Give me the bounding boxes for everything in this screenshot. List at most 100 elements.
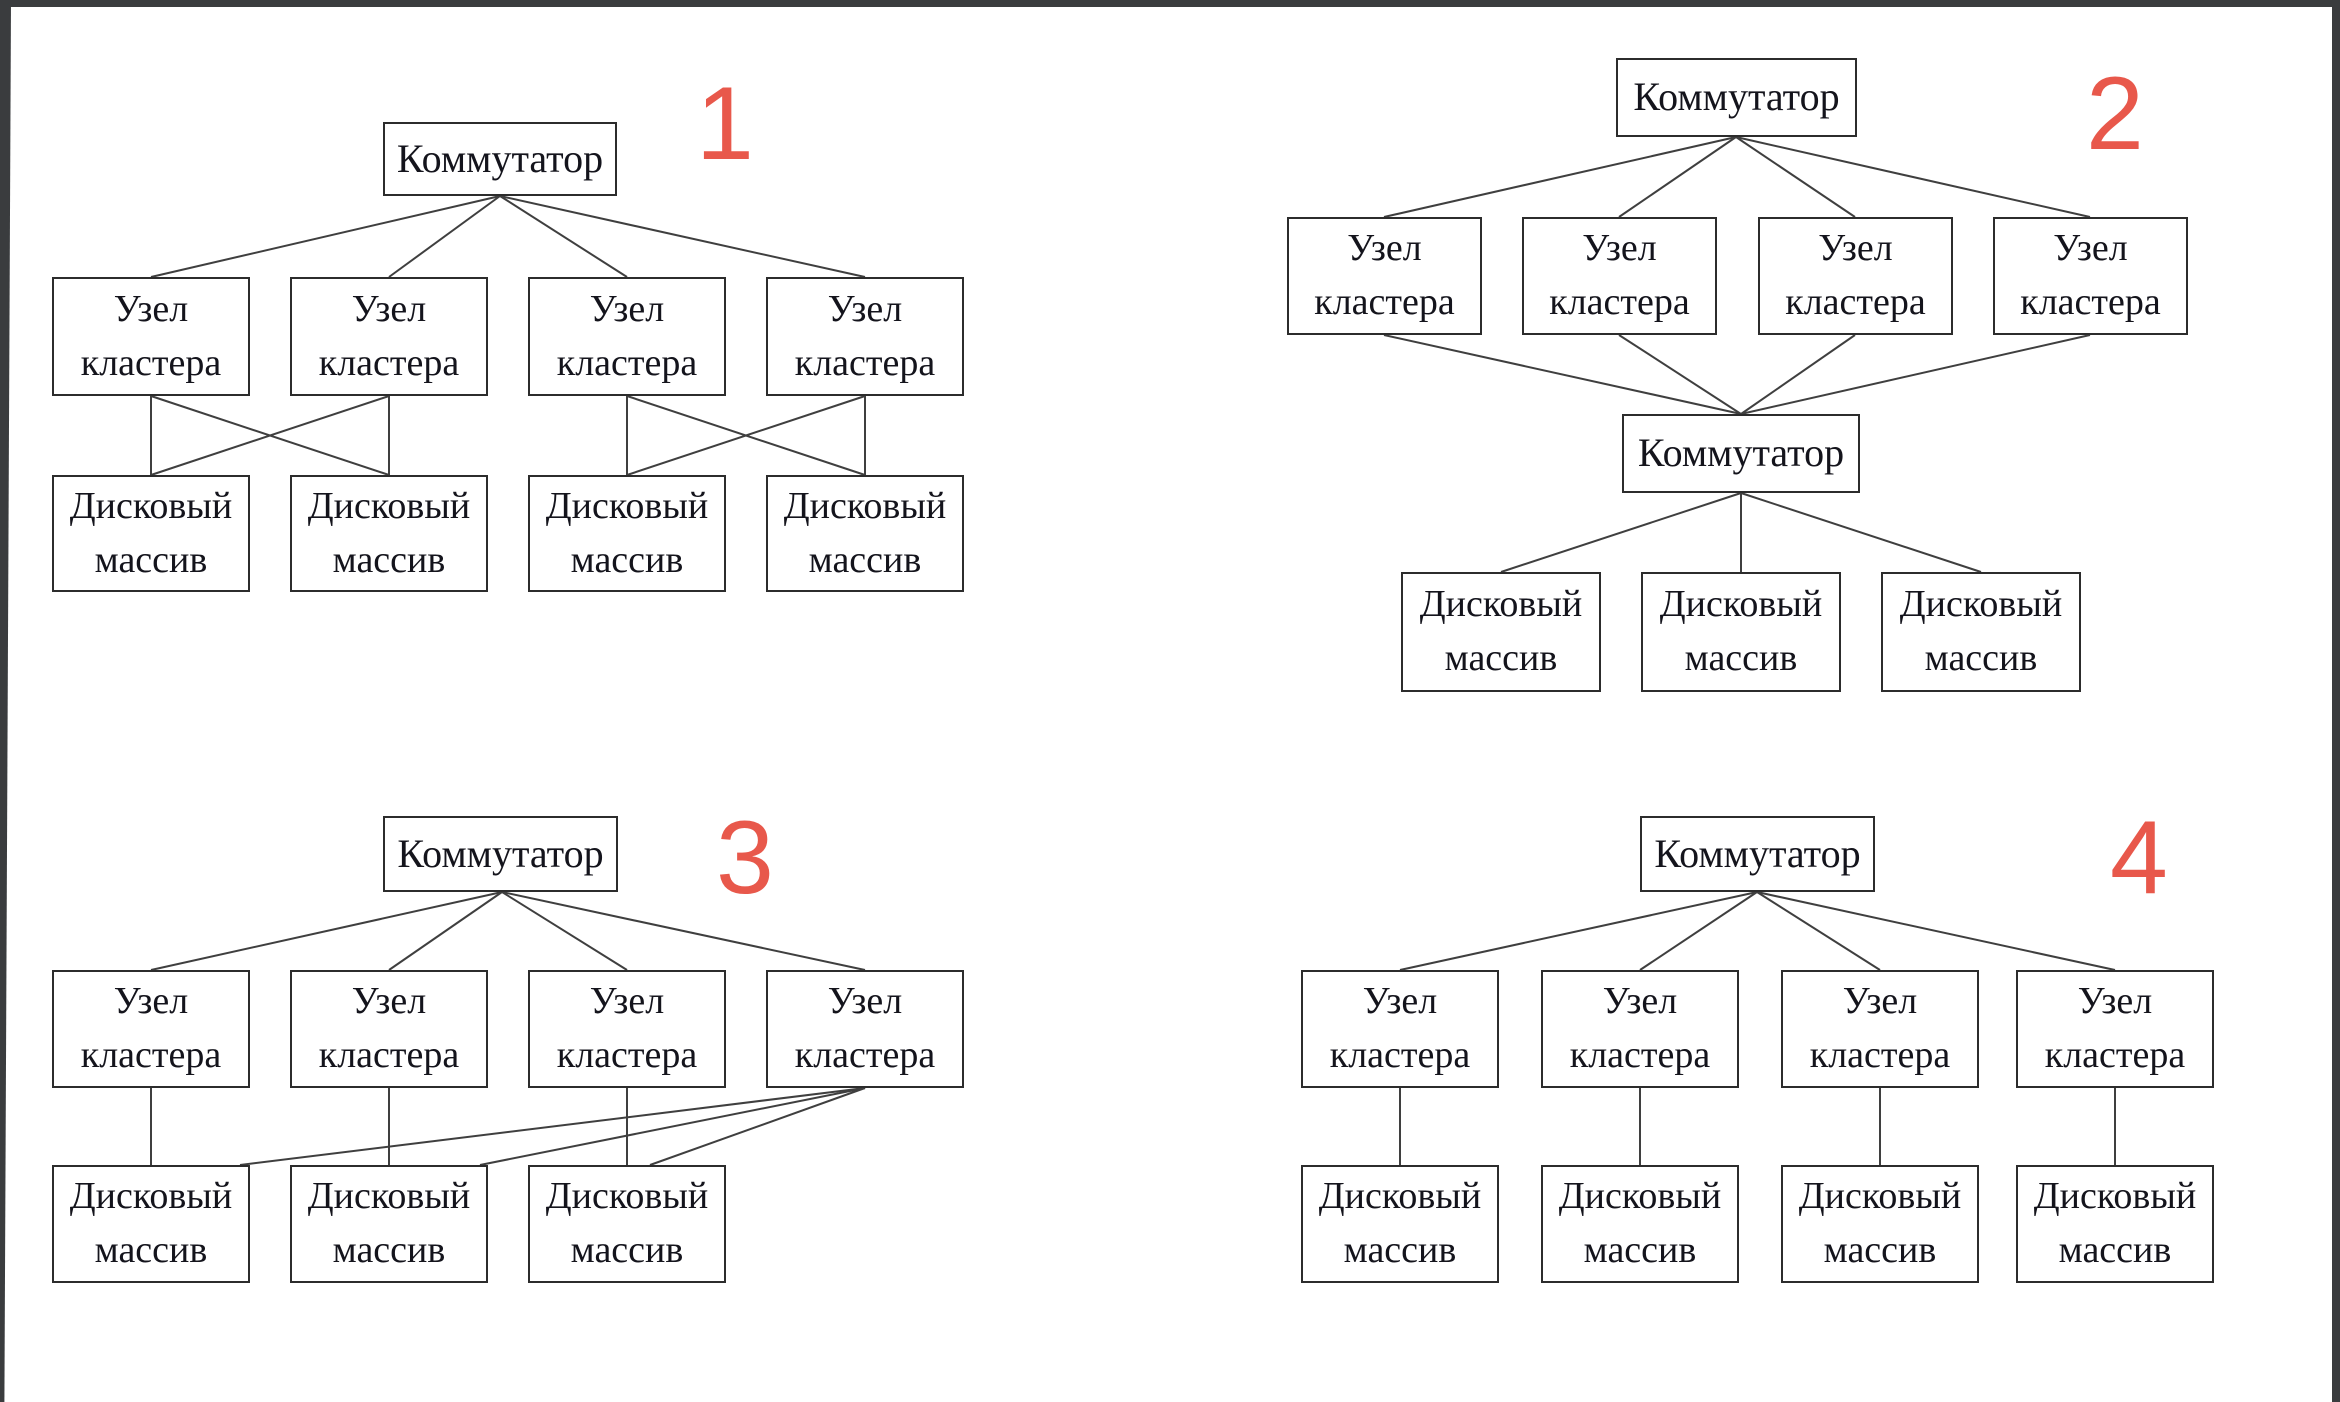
d1-node-4: Узел кластера bbox=[766, 277, 964, 396]
d1-disk-2: Дисковый массив bbox=[290, 475, 488, 592]
edge-line bbox=[499, 195, 866, 278]
edge-line bbox=[1383, 136, 1737, 218]
edge-line bbox=[1756, 891, 1881, 971]
d1-switch-box: Коммутатор bbox=[383, 122, 617, 196]
scan-border-top bbox=[0, 0, 2340, 7]
d1-number-annotation: 1 bbox=[696, 66, 754, 182]
d4-node-2: Узел кластера bbox=[1541, 970, 1739, 1088]
node-label-line2: кластера bbox=[794, 1034, 936, 1076]
disk-label-line1: Дисковый bbox=[1659, 583, 1823, 626]
node-label-line2: кластера bbox=[318, 1034, 460, 1076]
node-label-line2: кластера bbox=[1549, 281, 1690, 323]
edge-line bbox=[150, 195, 501, 278]
node-label-line1: Узел bbox=[1582, 227, 1657, 270]
node-label-line1: Узел bbox=[827, 980, 903, 1023]
edge-line bbox=[1735, 136, 1856, 218]
edge-line bbox=[1618, 334, 1742, 415]
edge-line bbox=[1735, 136, 2091, 218]
disk-label-line1: Дисковый bbox=[1798, 1175, 1962, 1218]
edge-line bbox=[1740, 334, 2091, 415]
d2-node-2: Узел кластера bbox=[1522, 217, 1717, 335]
d1-node-3: Узел кластера bbox=[528, 277, 726, 396]
scan-border-right bbox=[2332, 0, 2340, 1402]
edge-line bbox=[1383, 334, 1742, 415]
disk-label-line2: массив bbox=[1823, 1229, 1937, 1271]
edge-line bbox=[388, 195, 501, 278]
d2-disk-3: Дисковый массив bbox=[1881, 572, 2081, 692]
d3-disk-2: Дисковый массив bbox=[290, 1165, 488, 1283]
node-label-line1: Узел bbox=[113, 287, 189, 330]
node-label-line1: Узел bbox=[589, 287, 665, 330]
d4-disk-4: Дисковый массив bbox=[2016, 1165, 2214, 1283]
disk-label-line2: массив bbox=[332, 538, 446, 581]
disk-label-line1: Дисковый bbox=[1899, 583, 2063, 626]
d3-node-4: Узел кластера bbox=[766, 970, 964, 1088]
scan-border-left bbox=[0, 0, 11, 1402]
disk-label-line2: массив bbox=[1684, 637, 1798, 679]
node-label-line1: Узел bbox=[1842, 980, 1918, 1023]
disk-label-line2: массив bbox=[1444, 637, 1558, 679]
disk-label-line2: массив bbox=[808, 538, 922, 581]
d2-switch-bottom-box: Коммутатор bbox=[1622, 414, 1860, 493]
node-label-line2: кластера bbox=[80, 341, 222, 384]
edge-line bbox=[501, 891, 628, 971]
edge-line bbox=[1639, 891, 1758, 971]
disk-label-line1: Дисковый bbox=[783, 484, 947, 527]
d3-switch-box: Коммутатор bbox=[383, 816, 618, 892]
edge-line bbox=[388, 891, 503, 971]
d1-node-1: Узел кластера bbox=[52, 277, 250, 396]
disk-label-line2: массив bbox=[570, 1229, 684, 1271]
disk-label-line2: массив bbox=[1924, 637, 2038, 679]
d2-switch-top-label: Коммутатор bbox=[1633, 74, 1840, 120]
d4-node-1: Узел кластера bbox=[1301, 970, 1499, 1088]
disk-label-line2: массив bbox=[1583, 1229, 1697, 1271]
d2-node-1: Узел кластера bbox=[1287, 217, 1482, 335]
disk-label-line1: Дисковый bbox=[545, 1175, 709, 1218]
edge-line bbox=[1500, 492, 1742, 573]
edge-line bbox=[501, 891, 866, 971]
d2-switch-top-box: Коммутатор bbox=[1616, 58, 1857, 137]
node-label-line2: кластера bbox=[80, 1034, 222, 1076]
edge-line bbox=[479, 1087, 866, 1166]
d4-disk-2: Дисковый массив bbox=[1541, 1165, 1739, 1283]
edge-line bbox=[1399, 891, 1758, 971]
disk-label-line2: массив bbox=[94, 1229, 208, 1271]
d3-switch-label: Коммутатор bbox=[397, 830, 604, 876]
node-label-line2: кластера bbox=[2020, 281, 2161, 323]
d4-node-3: Узел кластера bbox=[1781, 970, 1979, 1088]
edge-line bbox=[626, 395, 866, 476]
node-label-line1: Узел bbox=[1818, 227, 1893, 270]
disk-label-line2: массив bbox=[570, 538, 684, 581]
d4-switch-box: Коммутатор bbox=[1640, 816, 1875, 892]
d4-node-4: Узел кластера bbox=[2016, 970, 2214, 1088]
disk-label-line2: массив bbox=[94, 538, 208, 581]
d2-node-4: Узел кластера bbox=[1993, 217, 2188, 335]
edge-line bbox=[1756, 891, 2116, 971]
d1-disk-4: Дисковый массив bbox=[766, 475, 964, 592]
node-label-line2: кластера bbox=[318, 341, 460, 384]
node-label-line2: кластера bbox=[1809, 1034, 1951, 1076]
disk-label-line1: Дисковый bbox=[307, 484, 471, 527]
d4-switch-label: Коммутатор bbox=[1654, 830, 1861, 876]
d4-disk-3: Дисковый массив bbox=[1781, 1165, 1979, 1283]
node-label-line2: кластера bbox=[1569, 1034, 1711, 1076]
edge-line bbox=[1618, 136, 1737, 218]
node-label-line2: кластера bbox=[556, 341, 698, 384]
disk-label-line1: Дисковый bbox=[69, 484, 233, 527]
d1-disk-1: Дисковый массив bbox=[52, 475, 250, 592]
disk-label-line1: Дисковый bbox=[545, 484, 709, 527]
node-label-line1: Узел bbox=[351, 980, 427, 1023]
disk-label-line1: Дисковый bbox=[1419, 583, 1583, 626]
node-label-line1: Узел bbox=[589, 980, 665, 1023]
disk-label-line2: массив bbox=[1343, 1229, 1457, 1271]
edge-line bbox=[150, 891, 503, 971]
node-label-line1: Узел bbox=[113, 980, 189, 1023]
d2-disk-2: Дисковый массив bbox=[1641, 572, 1841, 692]
edge-line bbox=[649, 1087, 866, 1166]
edge-line bbox=[239, 1087, 866, 1166]
d3-disk-1: Дисковый массив bbox=[52, 1165, 250, 1283]
node-label-line1: Узел bbox=[1602, 980, 1678, 1023]
d3-number-annotation: 3 bbox=[716, 800, 774, 916]
d3-disk-3: Дисковый массив bbox=[528, 1165, 726, 1283]
